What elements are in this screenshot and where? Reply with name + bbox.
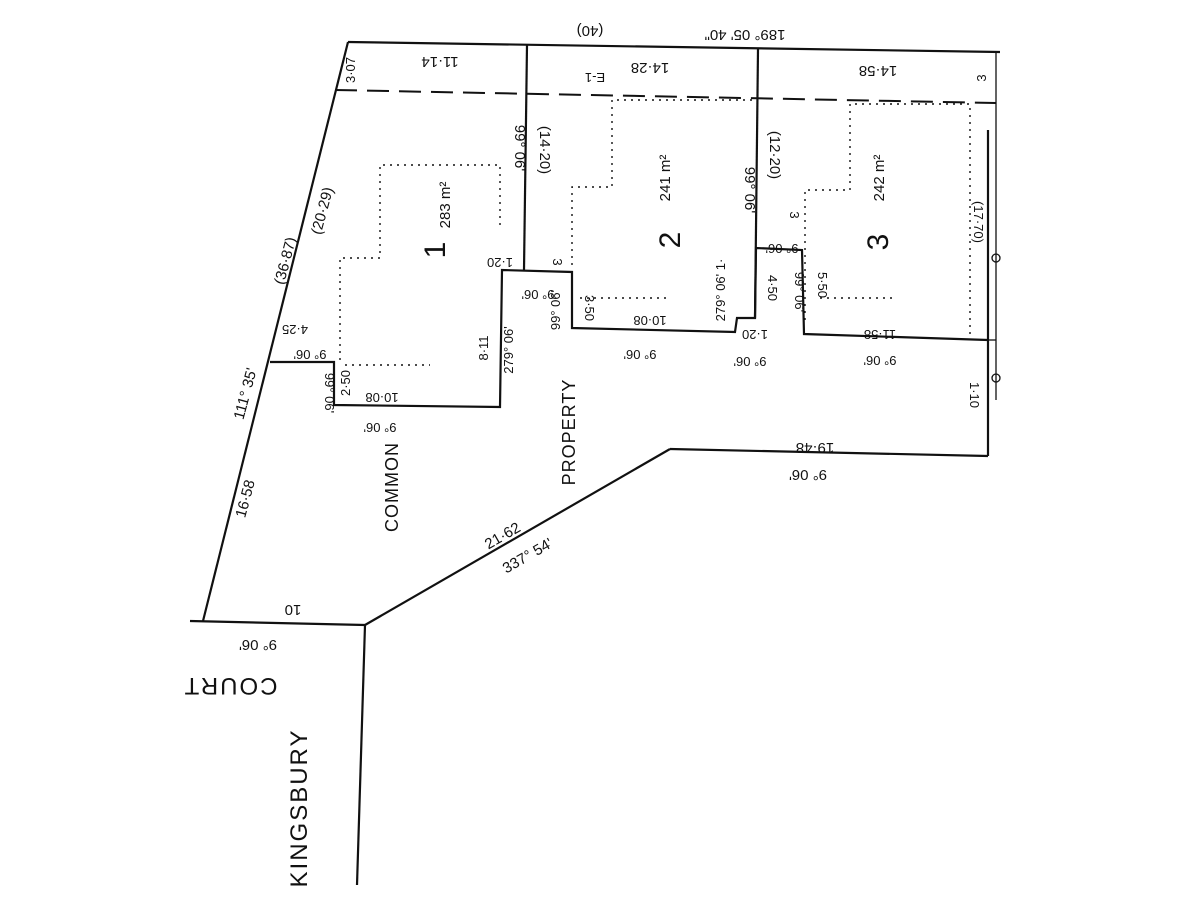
lot3-notch-b-label: 3: [787, 211, 802, 218]
lot1-notch-b-label: 3: [550, 258, 565, 265]
property-label: PROPERTY: [559, 379, 579, 486]
south-boundary: [189, 619, 366, 627]
west-boundary: [201, 41, 350, 622]
south-dimensions: 10 9° 06' 21·62 337° 54' 19·48 9° 06': [239, 439, 834, 653]
road-name: KINGSBURY: [286, 729, 313, 888]
south-bearing-label: 9° 06': [239, 636, 277, 653]
north-boundary: [347, 40, 1001, 54]
lot2-left-bearing-label: 99° 06': [548, 290, 563, 330]
lot2-notch-bearing-label: 9° 06': [522, 287, 555, 302]
lot1-side-label: (14·20): [536, 126, 553, 174]
lot1-w-bearing-label: 9° 06': [294, 347, 327, 362]
easement-label: E-1: [585, 70, 605, 85]
west-total-label: (36·87): [271, 235, 300, 286]
east-edge-marks: [980, 253, 1001, 383]
building-footprints: [339, 99, 971, 366]
lot1-bottom-label: 10·08: [365, 390, 398, 405]
easement-line: [334, 89, 997, 104]
lot1-step-label: 2·50: [338, 370, 353, 396]
lot-division-lines: [270, 44, 989, 409]
lot-area: 242 m²: [871, 155, 888, 202]
lot-area: 241 m²: [657, 155, 674, 202]
north-dimensions: 189° 05' 40" (40) 11·14 14·28 E-1 14·58 …: [343, 22, 989, 85]
lot2-dimensions: 9° 06' 99° 06' 3·50 10·08 9° 06' 279° 06…: [522, 167, 769, 369]
lot2-right-b2-label: 9° 06': [734, 354, 767, 369]
lot3-dimensions: (12·20) 3 9° 06' 4·50 99° 06' 5·50 11·58…: [765, 131, 986, 408]
lot-number: 3: [862, 234, 895, 251]
diag-label: 21·62: [482, 519, 524, 553]
lot3-bottom-bearing-label: 9° 06': [864, 353, 897, 368]
south-label: 10: [285, 601, 302, 618]
lot-rear-boundaries: [270, 246, 989, 409]
top-lot1-label: 11·14: [421, 53, 458, 70]
lot1-building-hatch: [339, 164, 501, 360]
lot1-w-label: 4·25: [282, 322, 308, 337]
top-lot2-label: 14·28: [631, 59, 669, 76]
lot3-b-label: 99° 06': [792, 272, 807, 312]
diagonal-boundary: [364, 448, 671, 626]
survey-mark: [991, 373, 1001, 383]
lot3-a-label: 4·50: [765, 275, 780, 301]
lot-number: 1: [419, 242, 452, 259]
lot1-side-bearing-label: 99° 06': [511, 125, 528, 172]
lot-number: 2: [654, 232, 687, 249]
west-lot1-label: (20·29): [308, 185, 337, 236]
lot2-right-bearing-label: 279° 06' 1·: [713, 259, 728, 322]
common-label: COMMON: [382, 442, 402, 532]
survey-mark: [991, 253, 1001, 263]
road-boundary: [355, 624, 367, 886]
east-lower-label: 19·48: [796, 439, 834, 456]
lot3-building-hatch: [804, 103, 971, 335]
lot-area: 283 m²: [437, 182, 454, 229]
lot1-bottom-bearing-label: 9° 06': [364, 420, 397, 435]
top-lot3-label: 14·58: [859, 62, 897, 79]
lot1-lot2-division: [522, 44, 529, 271]
lot1-dimensions: 99° 06' (14·20) 1·20 3 4·25 9° 06' 2·50 …: [282, 125, 565, 435]
lot2-bottom-label: 10·08: [633, 313, 666, 328]
east-lower-bearing-label: 9° 06': [789, 466, 827, 483]
lot2-right-b-label: 1·20: [742, 327, 768, 342]
lot2-side-label: 99° 06': [741, 167, 758, 214]
lot3-bottom-label: 11·58: [864, 327, 896, 342]
lot3-small-label: 1·10: [967, 382, 982, 408]
top-left-small-label: 3·07: [343, 57, 358, 83]
lot1-notch-label: 1·20: [487, 255, 513, 270]
north-width-label: (40): [577, 22, 604, 39]
lot1-right-bearing-label: 279° 06': [501, 326, 516, 373]
lot2-bottom-bearing-label: 9° 06': [624, 347, 657, 362]
lot1-step-bearing-label: 99° 06': [322, 373, 337, 413]
lot1-right-label: 8·11: [476, 335, 491, 360]
lot3-side-label: (12·20): [766, 131, 783, 179]
boundary-lines: [189, 40, 1001, 886]
lot3-right-label: (17·70): [971, 201, 986, 243]
top-right-small-label: 3: [974, 74, 989, 81]
lot2-left-label: 3·50: [582, 295, 597, 321]
lot3-c-label: 5·50: [815, 272, 830, 298]
lot3-notch-label: 9° 06': [766, 241, 799, 256]
east-lower-boundary: [669, 447, 989, 458]
north-bearing-label: 189° 05' 40": [705, 26, 786, 43]
road-type: COURT: [183, 672, 278, 699]
